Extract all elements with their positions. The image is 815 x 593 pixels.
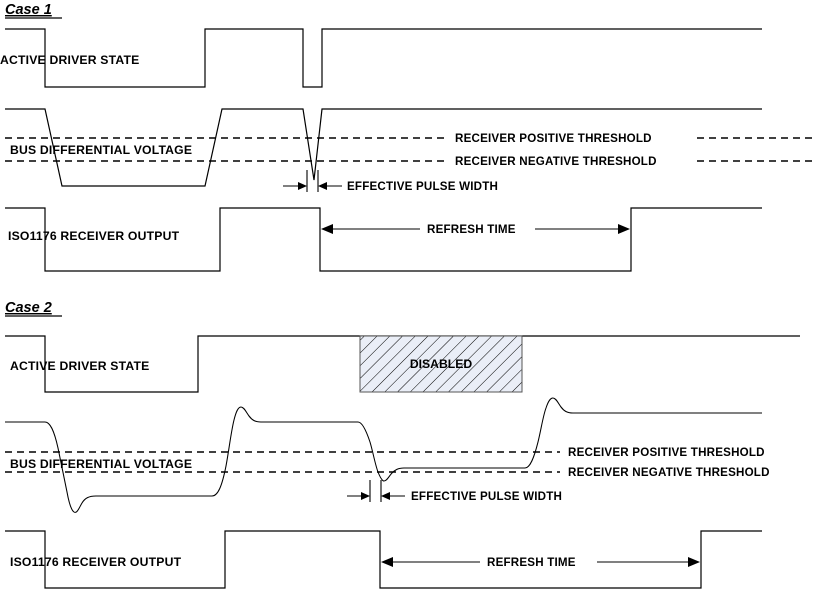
case-2-negative-threshold-label: RECEIVER NEGATIVE THRESHOLD (568, 466, 770, 479)
case-2-positive-threshold-label: RECEIVER POSITIVE THRESHOLD (568, 446, 765, 459)
case-1-effective-pulse-width-label: EFFECTIVE PULSE WIDTH (347, 180, 498, 193)
case-2-active-driver-state-label: ACTIVE DRIVER STATE (10, 359, 149, 373)
case-2-receiver-output-label: ISO1176 RECEIVER OUTPUT (10, 555, 182, 569)
case-2-refresh-arrowhead-left (381, 557, 393, 567)
case-2-receiver-output-waveform (5, 530, 762, 589)
case-2-refresh-arrowhead-right (688, 557, 700, 567)
case-2-group: Case 2 ACTIVE DRIVER STATE DISABLED RECE… (5, 300, 800, 589)
case-1-receiver-output-waveform (5, 207, 762, 272)
case-2-active-driver-state-waveform (5, 335, 800, 393)
case-1-bus-differential-voltage-waveform (5, 108, 762, 187)
case-2-refresh-time-label: REFRESH TIME (487, 556, 576, 569)
case-1-epw-arrowhead-right (318, 182, 327, 190)
case-1-refresh-arrowhead-left (321, 224, 333, 234)
case-2-title: Case 2 (5, 300, 52, 316)
case-2-epw-arrowhead-left (361, 492, 370, 500)
case-2-disabled-region (359, 335, 523, 393)
case-1-active-driver-state-waveform (5, 28, 762, 88)
case-1-negative-threshold-label: RECEIVER NEGATIVE THRESHOLD (455, 155, 657, 168)
case-1-positive-threshold-label: RECEIVER POSITIVE THRESHOLD (455, 132, 652, 145)
case-2-epw-arrowhead-right (381, 492, 390, 500)
case-1-receiver-output-label: ISO1176 RECEIVER OUTPUT (8, 229, 180, 243)
case-1-epw-arrowhead-left (298, 182, 307, 190)
case-2-bus-differential-voltage-label: BUS DIFFERENTIAL VOLTAGE (10, 457, 192, 471)
case-1-active-driver-state-label: ACTIVE DRIVER STATE (0, 53, 139, 67)
case-1-title: Case 1 (5, 2, 52, 18)
case-2-disabled-label: DISABLED (410, 357, 472, 371)
case-1-refresh-arrowhead-right (618, 224, 630, 234)
case-1-group: Case 1 ACTIVE DRIVER STATE RECEIVER POSI… (0, 2, 815, 272)
case-1-bus-differential-voltage-label: BUS DIFFERENTIAL VOLTAGE (10, 143, 192, 157)
case-2-effective-pulse-width-label: EFFECTIVE PULSE WIDTH (411, 490, 562, 503)
case-2-bus-differential-voltage-waveform (5, 397, 762, 513)
case-1-refresh-time-label: REFRESH TIME (427, 223, 516, 236)
